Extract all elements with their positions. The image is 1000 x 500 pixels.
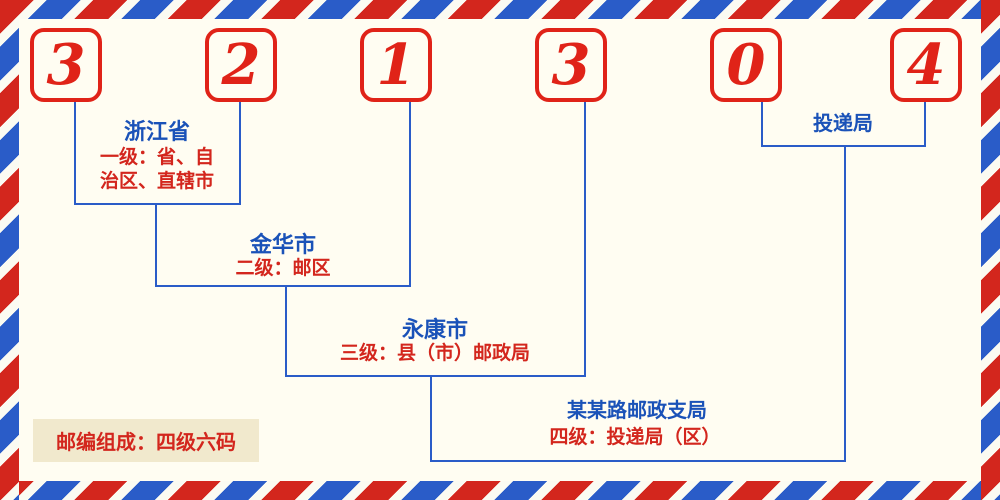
level1-bracket-bottom-line [74,203,241,205]
airmail-border-top [0,0,1000,19]
level4-name-label: 某某路邮政支局 [567,400,707,422]
postal-digit-4: 3 [535,28,607,102]
level3-bracket-bottom-line [285,375,586,377]
airmail-border-left [0,0,19,500]
airmail-border-right [981,0,1000,500]
postal-digit-1: 3 [30,28,102,102]
level2-name-label: 金华市 [249,232,316,257]
level1-desc-label: 一级：省、自 治区、直辖市 [62,146,252,194]
level2-bracket-bottom-line [155,285,411,287]
delivery-office-label: 投递局 [813,113,873,135]
level4-cascade-line [430,375,432,462]
level4-bracket-right-line [844,145,846,462]
footer-note: 邮编组成：四级六码 [33,419,259,462]
level3-name-label: 永康市 [401,317,468,342]
airmail-border-bottom [0,481,1000,500]
delivery-bracket-left-line [761,100,763,147]
level4-desc-label: 四级：投递局（区） [549,427,721,448]
delivery-bracket-bottom-line [761,145,926,147]
postal-digit-2: 2 [205,28,277,102]
level2-cascade-line [155,203,157,287]
delivery-bracket-right-line [924,100,926,147]
level1-desc-line2: 治区、直辖市 [99,171,214,192]
level1-desc-line1: 一级：省、自 [99,147,214,168]
level3-desc-label: 三级：县（市）邮政局 [339,343,530,364]
level1-name-label: 浙江省 [123,119,190,144]
level2-desc-label: 二级：邮区 [235,258,331,279]
level1-bracket-left-line [74,100,76,205]
postal-digit-3: 1 [360,28,432,102]
level3-bracket-right-line [584,100,586,377]
postal-digit-6: 4 [890,28,962,102]
level3-cascade-line [285,285,287,377]
postal-digit-5: 0 [710,28,782,102]
level1-bracket-right-line [239,100,241,205]
level2-bracket-right-line [409,100,411,287]
level4-bracket-bottom-line [430,460,846,462]
